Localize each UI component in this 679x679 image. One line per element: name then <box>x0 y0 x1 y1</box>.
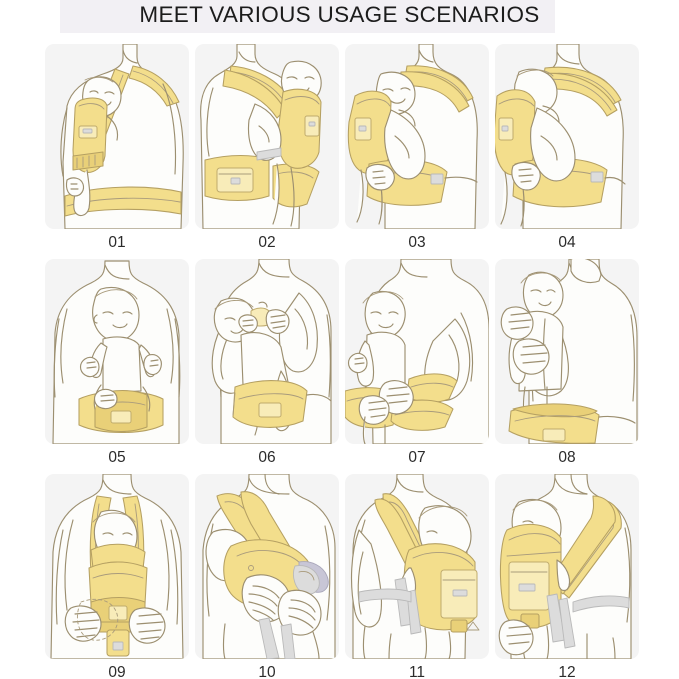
scenario-label-08: 08 <box>558 449 576 466</box>
scenario-label-09: 09 <box>108 664 126 679</box>
scenario-cell-05[interactable]: 05 <box>45 259 189 472</box>
scenario-cell-02[interactable]: 02 <box>195 44 339 257</box>
scenario-illustration-04 <box>495 44 639 229</box>
scenario-label-05: 05 <box>108 449 126 466</box>
scenario-illustration-06 <box>195 259 339 444</box>
scenario-cell-07[interactable]: 07 <box>345 259 489 472</box>
scenario-label-06: 06 <box>258 449 276 466</box>
scenario-illustration-05 <box>45 259 189 444</box>
scenario-label-03: 03 <box>408 234 426 251</box>
scenario-label-12: 12 <box>558 664 576 679</box>
scenario-cell-09[interactable]: 09 <box>45 474 189 679</box>
scenario-illustration-08 <box>495 259 639 444</box>
scenario-illustration-01 <box>45 44 189 229</box>
scenario-cell-08[interactable]: 08 <box>495 259 639 472</box>
scenario-illustration-10 <box>195 474 339 659</box>
scenario-cell-10[interactable]: 10 <box>195 474 339 679</box>
scenario-cell-12[interactable]: 12 <box>495 474 639 679</box>
scenario-label-01: 01 <box>108 234 126 251</box>
scenario-grid: 01 <box>45 44 639 679</box>
scenario-illustration-07 <box>345 259 489 444</box>
scenario-cell-04[interactable]: 04 <box>495 44 639 257</box>
scenario-illustration-11 <box>345 474 489 659</box>
scenario-illustration-03 <box>345 44 489 229</box>
scenario-cell-03[interactable]: 03 <box>345 44 489 257</box>
scenario-label-04: 04 <box>558 234 576 251</box>
scenario-illustration-09 <box>45 474 189 659</box>
scenario-illustration-12 <box>495 474 639 659</box>
scenario-cell-11[interactable]: 11 <box>345 474 489 679</box>
scenario-label-07: 07 <box>408 449 426 466</box>
scenario-cell-01[interactable]: 01 <box>45 44 189 257</box>
scenario-cell-06[interactable]: 06 <box>195 259 339 472</box>
scenario-label-11: 11 <box>408 664 426 679</box>
title-background-band <box>60 0 555 33</box>
scenario-label-10: 10 <box>258 664 276 679</box>
scenario-label-02: 02 <box>258 234 276 251</box>
page-title: MEET VARIOUS USAGE SCENARIOS <box>139 2 540 27</box>
scenario-illustration-02 <box>195 44 339 229</box>
